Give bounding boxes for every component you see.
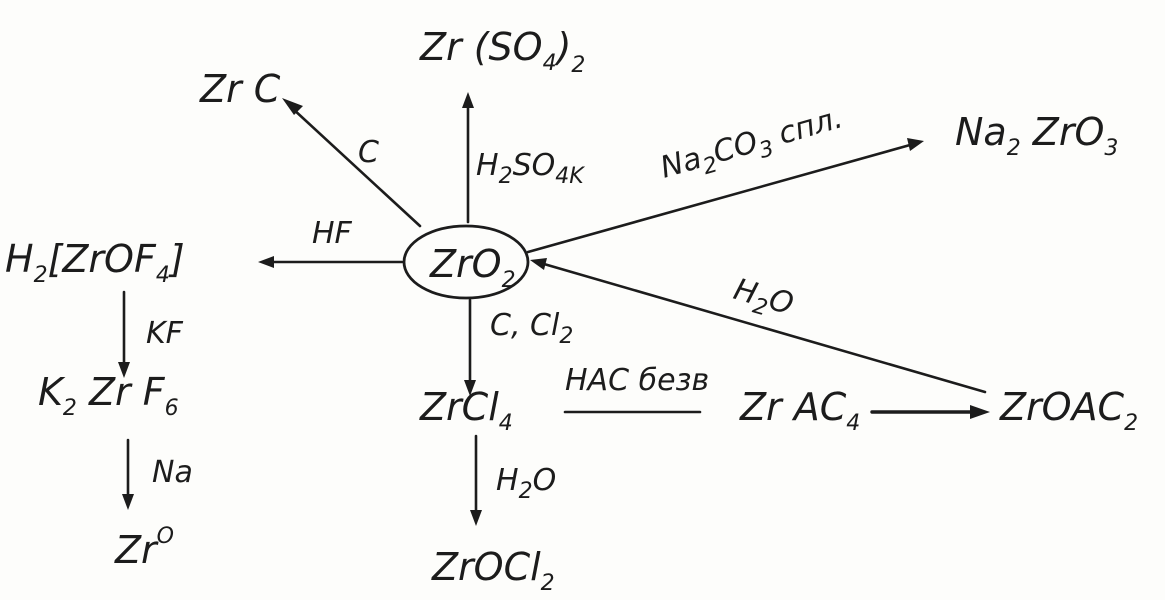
arrow-to-zrcl4 — [464, 298, 476, 396]
label-hf: HF — [312, 216, 353, 251]
node-zr0: ZrO — [114, 524, 174, 572]
arrow-to-zr0 — [122, 438, 134, 510]
arrow-to-zrso4 — [462, 92, 474, 224]
label-h2o-back: H2O — [728, 272, 797, 328]
label-kf: KF — [146, 316, 184, 351]
arrow-to-zrc — [282, 98, 422, 228]
arrow-to-na2zro3 — [526, 138, 924, 254]
label-hac: HAC безв — [565, 363, 709, 398]
node-zrcl4: ZrCl4 — [419, 385, 513, 436]
center-oval — [402, 224, 530, 300]
node-zrocl2: ZrOCl2 — [431, 545, 555, 596]
node-h2zrof4: H2[ZrOF4] — [5, 237, 185, 288]
arrow-to-zrocl2 — [470, 434, 482, 526]
center-compound: ZrO2 — [429, 242, 516, 293]
arrow-to-h2zrof4 — [258, 256, 404, 268]
node-zr-so4-2: Zr (SO4)2 — [419, 25, 585, 78]
node-zroac2: ZrOAC2 — [999, 385, 1138, 436]
node-zrac4: Zr AC4 — [739, 385, 860, 436]
label-h2so4k: H2SO4K — [476, 148, 585, 189]
arrow-back-to-zro2 — [530, 258, 987, 394]
label-h2o-down: H2O — [496, 463, 556, 504]
arrow-to-k2zrf6 — [118, 290, 130, 378]
label-na2co3: Na2CO3 спл. — [657, 100, 849, 191]
label-c-cl2: C, Cl2 — [490, 308, 573, 349]
node-na2zro3: Na2 ZrO3 — [955, 110, 1118, 161]
node-zr-c: Zr C — [199, 67, 281, 111]
node-k2zrf6: K2 Zr F6 — [38, 370, 179, 421]
label-c: C — [358, 135, 379, 170]
arrow-to-zroac2 — [870, 405, 990, 419]
label-na: Na — [152, 455, 193, 490]
